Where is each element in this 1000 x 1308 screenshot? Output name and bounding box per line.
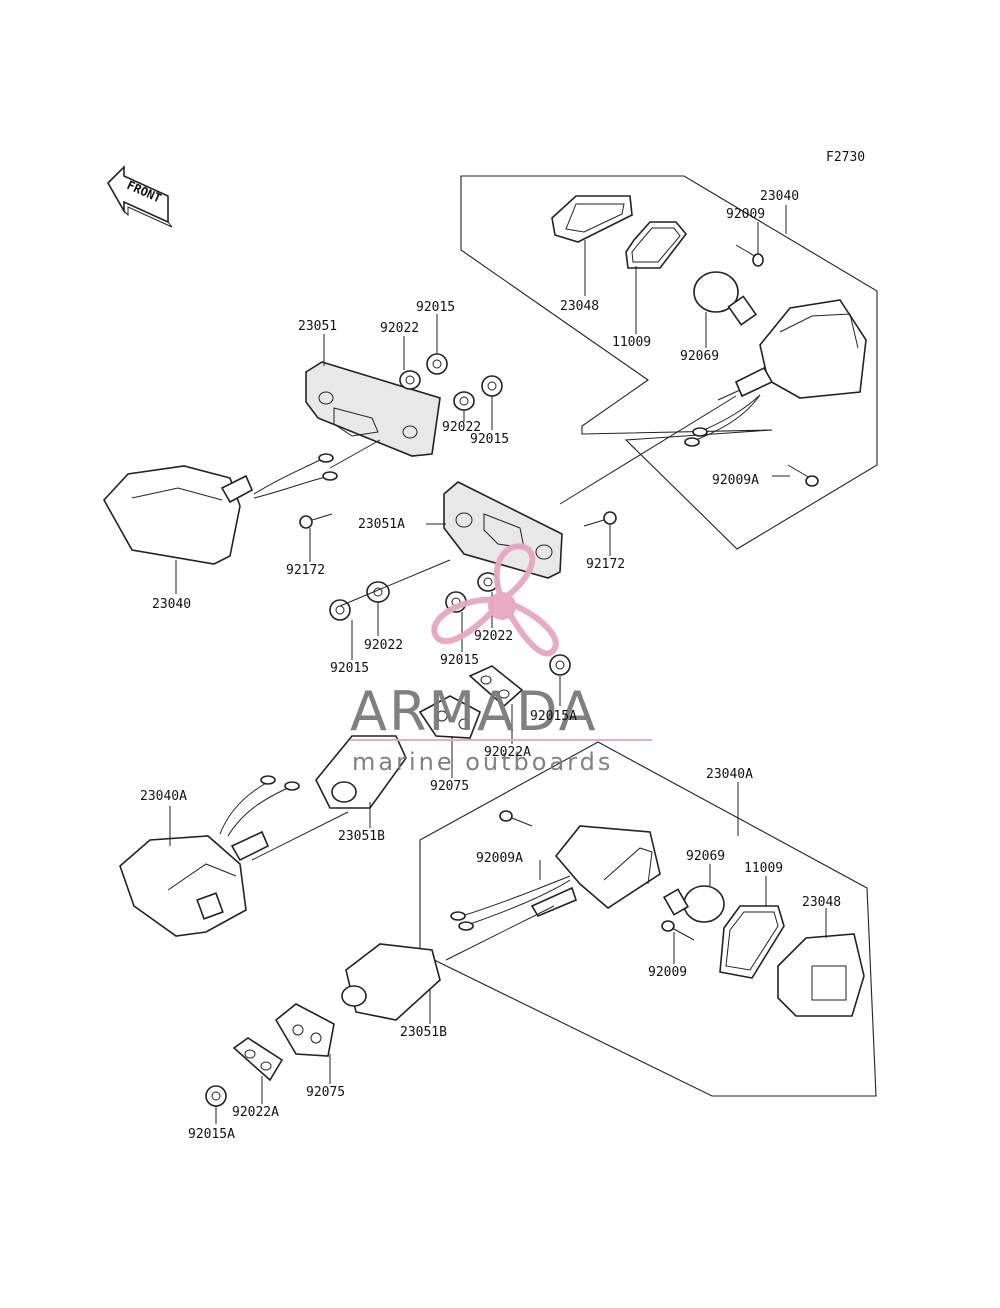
plate-92022A-mid	[468, 665, 524, 708]
label-92022A-bottom: 92022A	[232, 1105, 279, 1120]
gasket-11009-top	[625, 221, 688, 269]
grommet-92075-mid	[418, 695, 482, 739]
lens-23048-top	[551, 195, 633, 243]
leader-lines	[169, 205, 827, 1124]
label-92009-top: 92009	[726, 207, 765, 222]
washer-92022-a	[399, 370, 421, 390]
label-92172-left: 92172	[286, 563, 325, 578]
screw-92009-bottom	[661, 920, 695, 941]
label-23051B-bottom: 23051B	[400, 1025, 447, 1040]
label-92015-b: 92015	[470, 432, 509, 447]
bulb-92069-top	[693, 271, 758, 326]
propeller-icon	[431, 543, 559, 657]
washer-92022-c	[366, 581, 390, 603]
bolt-92172-right	[583, 511, 617, 527]
screw-92009A-bottom	[499, 810, 533, 827]
label-23040A-right: 23040A	[706, 767, 753, 782]
label-23051A: 23051A	[358, 517, 405, 532]
assembly-frame-bottom	[419, 741, 877, 1097]
label-92015-c: 92015	[330, 661, 369, 676]
stay-23051B-bottom	[341, 943, 441, 1021]
watermark-tagline: marine outboards	[352, 748, 613, 776]
turn-signal-23040-left	[103, 453, 338, 565]
bulb-92069-bottom	[662, 885, 725, 923]
nut-92015-c	[329, 599, 351, 621]
label-23051: 23051	[298, 319, 337, 334]
label-23040-left: 23040	[152, 597, 191, 612]
washer-92022-d	[477, 572, 499, 592]
front-arrow-icon: FRONT	[107, 165, 173, 228]
label-92022-b: 92022	[442, 420, 481, 435]
turn-signal-23040A-left	[119, 775, 300, 937]
watermark-brand: ARMADA	[350, 680, 598, 743]
nut-92015A-bottom	[205, 1085, 227, 1107]
bracket-23051A	[443, 481, 563, 579]
label-92015A-mid: 92015A	[530, 709, 577, 724]
label-92022-c: 92022	[364, 638, 403, 653]
label-92069-bottom: 92069	[686, 849, 725, 864]
label-11009-top: 11009	[612, 335, 651, 350]
screw-92009A-top	[787, 464, 819, 487]
stay-23051B-mid	[315, 735, 407, 809]
label-92022A-mid: 92022A	[484, 745, 531, 760]
label-92015-d: 92015	[440, 653, 479, 668]
turn-signal-23040A-right	[450, 825, 661, 931]
bolt-92172-left	[299, 513, 333, 529]
label-23051B-mid: 23051B	[338, 829, 385, 844]
label-23040-top: 23040	[760, 189, 799, 204]
label-92075-bottom: 92075	[306, 1085, 345, 1100]
label-92009A-top: 92009A	[712, 473, 759, 488]
nut-92015-b	[481, 375, 503, 397]
label-92069-top: 92069	[680, 349, 719, 364]
label-92009A-bottom: 92009A	[476, 851, 523, 866]
label-92075-mid: 92075	[430, 779, 469, 794]
nut-92015A-mid	[549, 654, 571, 676]
lens-23048-bottom	[777, 933, 865, 1017]
bracket-23051	[305, 361, 441, 457]
label-92009-bottom: 92009	[648, 965, 687, 980]
connection-lines	[251, 395, 737, 961]
label-92015-a: 92015	[416, 300, 455, 315]
label-92015A-bottom: 92015A	[188, 1127, 235, 1142]
gasket-11009-bottom	[719, 905, 785, 979]
figure-code: F2730	[826, 150, 865, 165]
label-23048-top: 23048	[560, 299, 599, 314]
label-92022-d: 92022	[474, 629, 513, 644]
plate-92022A-bottom	[232, 1037, 284, 1082]
washer-92022-b	[453, 391, 475, 411]
grommet-92075-bottom	[274, 1003, 335, 1057]
label-23040A-left: 23040A	[140, 789, 187, 804]
label-11009-bottom: 11009	[744, 861, 783, 876]
label-23048-bottom: 23048	[802, 895, 841, 910]
label-92172-right: 92172	[586, 557, 625, 572]
watermark-logo: ARMADA marine outboards	[350, 543, 652, 776]
nut-92015-a	[426, 353, 448, 375]
part-labels: 23040 23048 11009 92009 92069 92009A 230…	[140, 189, 841, 1142]
label-92022-a: 92022	[380, 321, 419, 336]
turn-signal-23040-top	[684, 299, 867, 447]
screw-92009-top	[735, 244, 764, 267]
